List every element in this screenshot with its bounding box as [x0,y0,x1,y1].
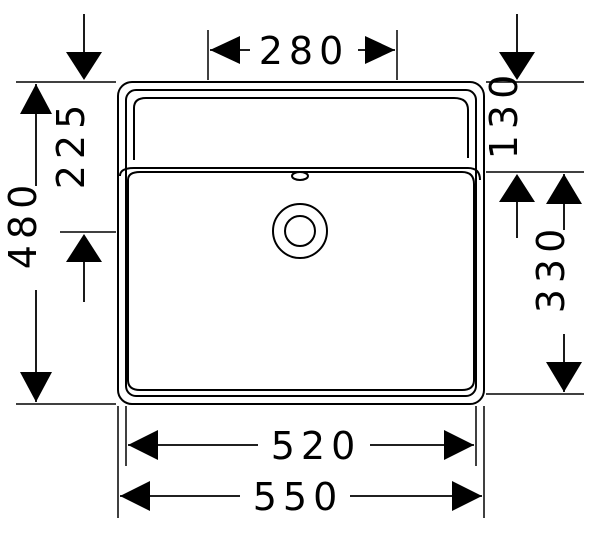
arrow-130-up [499,174,535,202]
reference-lines [16,81,584,405]
arrow-520-left [128,430,158,460]
dimension-label-330: 330 [529,223,573,314]
arrow-480-down [20,372,52,402]
arrow-225-up [66,234,102,262]
basin-outline [117,81,485,405]
arrow-130-down [499,52,535,80]
dimension-330: 330 [529,174,586,392]
bowl-inner [127,171,475,391]
drain-inner-ring [284,215,316,247]
arrow-280-left [210,36,240,64]
arrow-550-left [120,481,150,511]
dimension-225: 225 [49,99,102,302]
arrow-330-down [546,362,582,392]
arrow-280-right [365,36,395,64]
arrow-550-right [452,481,482,511]
dimension-label-480: 480 [1,179,45,270]
back-shelf-top-edge [133,97,469,158]
arrow-330-up [546,174,582,204]
dimension-label-280: 280 [259,29,350,73]
arrow-down-top-left [66,52,102,80]
dimension-280: 280 [207,28,398,80]
basin-inner-edge [125,89,477,397]
dimension-480: 480 [1,84,58,402]
drain-outer-ring [272,203,328,259]
dimension-label-520: 520 [271,424,362,468]
bowl-rim [119,167,481,181]
arrow-480-up [20,84,52,114]
overflow-hole [291,171,309,181]
basin-outer-edge [117,81,485,405]
arrow-520-right [444,430,474,460]
dimension-label-225: 225 [49,99,93,190]
top-left-reference-arrow [66,14,102,80]
dimension-550: 550 [117,406,485,519]
dimension-130: 130 [482,14,535,238]
dimension-label-550: 550 [253,475,344,519]
dimension-520: 520 [125,406,477,468]
dimension-label-130: 130 [482,69,526,160]
